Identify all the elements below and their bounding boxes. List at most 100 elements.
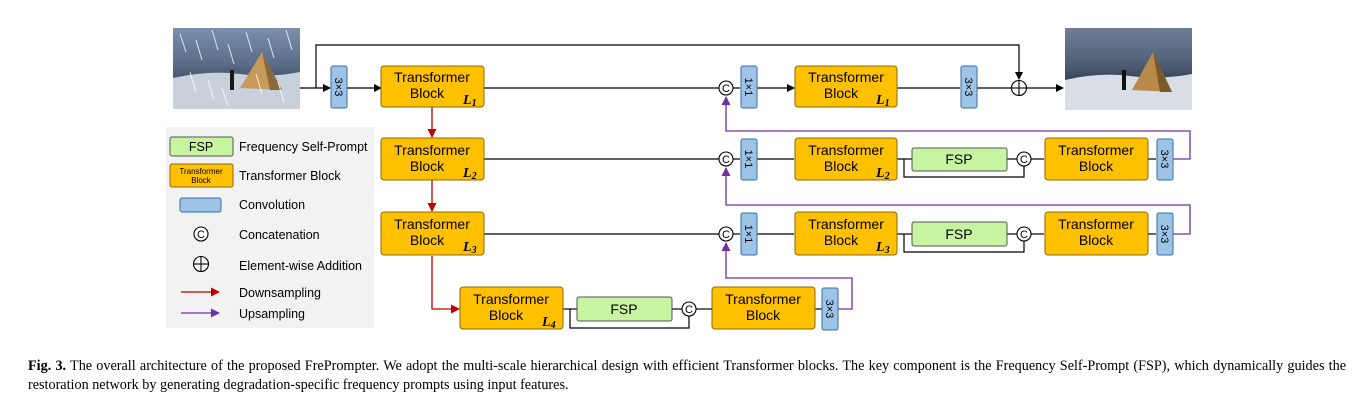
- concat-l2: C: [718, 151, 734, 167]
- svg-text:Block: Block: [410, 85, 445, 101]
- svg-text:3×3: 3×3: [823, 300, 835, 319]
- svg-text:Convolution: Convolution: [239, 198, 305, 212]
- transformer-block-prompt-l2: Transformer Block: [1044, 137, 1149, 181]
- architecture-diagram: Transformer Block L1 Transformer Block L…: [166, 28, 1192, 331]
- global-residual-line: [315, 44, 1023, 88]
- svg-text:Block: Block: [489, 307, 524, 323]
- level-label: L1: [462, 93, 477, 109]
- svg-text:Transformer: Transformer: [394, 142, 470, 158]
- upsampling-arrows: [721, 96, 1191, 310]
- concat-fsp-l2: C: [1016, 151, 1032, 167]
- svg-text:Transformer: Transformer: [1058, 142, 1134, 158]
- transformer-block-decoder-l3: Transformer Block L3: [794, 211, 898, 256]
- conv-1x1-l2: 1×1: [740, 138, 758, 181]
- legend-upsampling: Upsampling: [181, 307, 305, 321]
- svg-text:C: C: [1020, 154, 1028, 166]
- down-l3-l4: [431, 256, 460, 314]
- svg-text:Block: Block: [824, 232, 859, 248]
- svg-text:3×3: 3×3: [1158, 225, 1170, 244]
- svg-text:Block: Block: [410, 158, 445, 174]
- transformer-block-decoder-l1: Transformer Block L1: [794, 65, 898, 109]
- svg-text:1×1: 1×1: [742, 150, 754, 169]
- legend-concatenation: C Concatenation: [193, 226, 320, 242]
- transformer-block-decoder-l2: Transformer Block L2: [794, 137, 898, 182]
- legend-transformer-block: Transformer Block Transformer Block: [169, 163, 341, 188]
- svg-text:Transformer: Transformer: [394, 69, 470, 85]
- concat-l3: C: [718, 226, 734, 242]
- svg-text:Block: Block: [410, 232, 445, 248]
- svg-text:Downsampling: Downsampling: [239, 286, 321, 300]
- svg-text:FSP: FSP: [945, 226, 972, 242]
- svg-text:Transformer: Transformer: [725, 291, 801, 307]
- downsampling-arrows: [427, 106, 460, 314]
- conv-1x1-l3: 1×1: [740, 212, 758, 256]
- concat-fsp-l4: C: [681, 301, 697, 317]
- svg-text:Transformer: Transformer: [808, 69, 884, 85]
- svg-text:C: C: [1020, 229, 1028, 241]
- main-connections: [300, 44, 1156, 329]
- svg-text:Transformer: Transformer: [394, 216, 470, 232]
- svg-text:Transformer: Transformer: [808, 142, 884, 158]
- legend: FSP Frequency Self-Prompt Transformer Bl…: [166, 127, 374, 328]
- svg-text:Frequency Self-Prompt: Frequency Self-Prompt: [239, 140, 368, 154]
- svg-text:Block: Block: [824, 85, 859, 101]
- figure-caption: Fig. 3. The overall architecture of the …: [28, 357, 1346, 395]
- svg-text:Transformer: Transformer: [179, 167, 223, 176]
- transformer-block-encoder-l2: Transformer Block L2: [380, 137, 485, 182]
- svg-text:3×3: 3×3: [1158, 150, 1170, 169]
- legend-fsp: FSP Frequency Self-Prompt: [169, 136, 368, 157]
- concat-l1: C: [718, 80, 734, 96]
- svg-text:Concatenation: Concatenation: [239, 228, 320, 242]
- caption-label: Fig. 3.: [28, 358, 67, 374]
- transformer-block-encoder-l1: Transformer Block L1: [380, 65, 485, 109]
- svg-text:C: C: [722, 83, 730, 95]
- fsp-block-l4: FSP: [576, 296, 673, 322]
- svg-text:3×3: 3×3: [332, 78, 344, 97]
- level-label: L3: [875, 240, 890, 256]
- svg-text:FSP: FSP: [189, 140, 213, 154]
- legend-convolution: Convolution: [179, 197, 305, 213]
- level-label: L3: [462, 240, 477, 256]
- svg-text:3×3: 3×3: [962, 78, 974, 97]
- fsp-block-l3: FSP: [911, 221, 1008, 247]
- up-l2-l1: [721, 96, 1191, 160]
- conv-3x3-output: 3×3: [960, 65, 978, 109]
- fsp-block-l2: FSP: [911, 147, 1008, 172]
- element-wise-addition-icon: [1010, 79, 1028, 97]
- up-l3-l2: [721, 167, 1191, 235]
- svg-text:Block: Block: [1079, 158, 1114, 174]
- conv-3x3-l3: 3×3: [1156, 212, 1174, 256]
- conv-3x3-input: 3×3: [330, 65, 348, 109]
- level-label: L1: [875, 93, 890, 109]
- transformer-block-l4: Transformer Block L4: [459, 286, 564, 331]
- level-label: L4: [541, 315, 556, 331]
- legend-downsampling: Downsampling: [181, 286, 321, 300]
- svg-text:Element-wise Addition: Element-wise Addition: [239, 259, 362, 273]
- svg-text:FSP: FSP: [610, 301, 637, 317]
- transformer-block-prompt-l3: Transformer Block: [1044, 211, 1149, 256]
- svg-text:Block: Block: [1079, 232, 1114, 248]
- output-image: [1065, 28, 1192, 110]
- svg-text:1×1: 1×1: [742, 225, 754, 244]
- caption-text: The overall architecture of the proposed…: [28, 358, 1346, 393]
- concat-fsp-l3: C: [1016, 226, 1032, 242]
- transformer-block-prompt-l4: Transformer Block: [711, 286, 816, 330]
- svg-text:Transformer: Transformer: [808, 216, 884, 232]
- svg-text:Upsampling: Upsampling: [239, 307, 305, 321]
- svg-text:Transformer: Transformer: [473, 291, 549, 307]
- svg-text:Block: Block: [746, 307, 781, 323]
- svg-text:Block: Block: [191, 176, 212, 185]
- legend-element-wise-addition: Element-wise Addition: [192, 255, 362, 273]
- svg-text:1×1: 1×1: [742, 78, 754, 97]
- svg-text:C: C: [685, 304, 693, 316]
- svg-text:C: C: [197, 229, 205, 241]
- svg-text:C: C: [722, 229, 730, 241]
- up-l4-l3: [721, 242, 853, 310]
- svg-text:C: C: [722, 154, 730, 166]
- level-label: L2: [875, 166, 890, 182]
- svg-text:Transformer Block: Transformer Block: [239, 169, 341, 183]
- transformer-block-encoder-l3: Transformer Block L3: [380, 211, 485, 256]
- level-label: L2: [462, 166, 477, 182]
- input-image: [173, 28, 300, 109]
- conv-1x1-l1: 1×1: [740, 65, 758, 109]
